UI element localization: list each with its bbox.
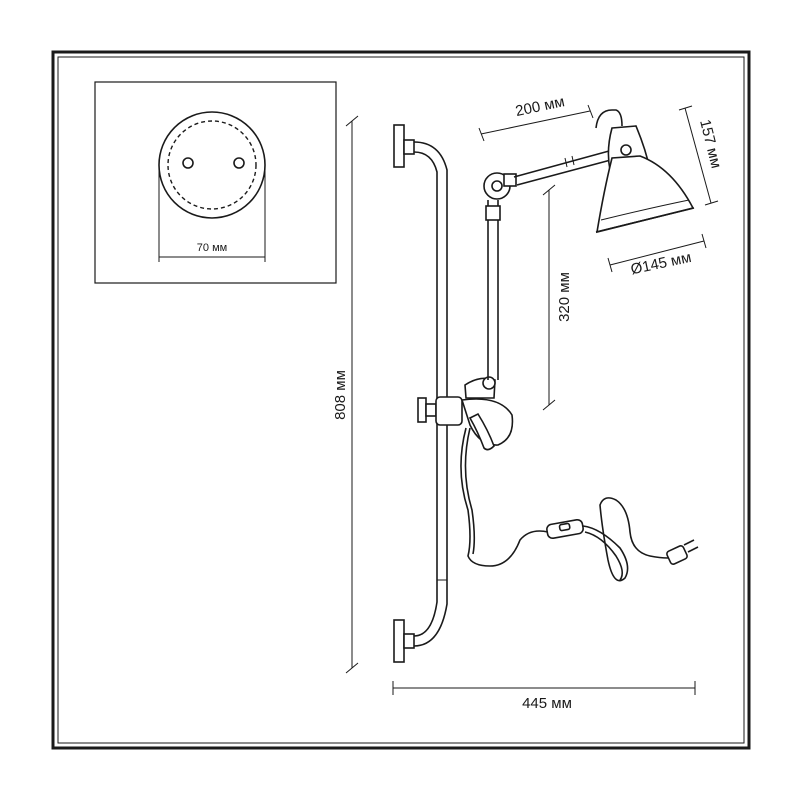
total-height-dimension: 808 мм [332,115,359,674]
vertical-arm [485,200,501,380]
drawing-frame [51,50,751,750]
vertical-reach-label: 320 мм [556,272,573,322]
arm-pivot-joint [483,172,517,200]
shade-diameter-dimension: Ø145 мм [607,233,707,278]
base-plate-detail: 70 мм [94,81,337,284]
lamp-shade [595,109,695,234]
total-height-label: 808 мм [332,370,349,420]
screw-hole-icon [233,157,245,169]
base-plate-circle [158,111,266,219]
base-plate-inner-dashed [167,120,257,210]
base-diameter-label: 70 мм [197,242,227,254]
vertical-reach-dimension: 320 мм [542,184,573,411]
shade-diameter-label: Ø145 мм [629,249,693,278]
top-wall-bracket [393,124,405,168]
total-depth-dimension: 445 мм [392,681,696,712]
horizontal-arm [513,147,623,186]
arm-length-label: 200 мм [514,93,566,120]
clamp-knob [417,397,427,423]
bottom-wall-bracket [393,619,405,663]
wall-rail [393,124,448,663]
screw-hole-icon [182,157,194,169]
shade-height-label: 157 мм [696,118,725,170]
switch-button-icon [558,522,571,532]
rail-clamp [417,376,514,451]
arm-length-dimension: 200 мм [478,93,594,142]
plug-icon [666,545,688,565]
power-cable [460,427,699,582]
shade-height-dimension: 157 мм [678,105,725,206]
total-depth-label: 445 мм [522,695,572,712]
